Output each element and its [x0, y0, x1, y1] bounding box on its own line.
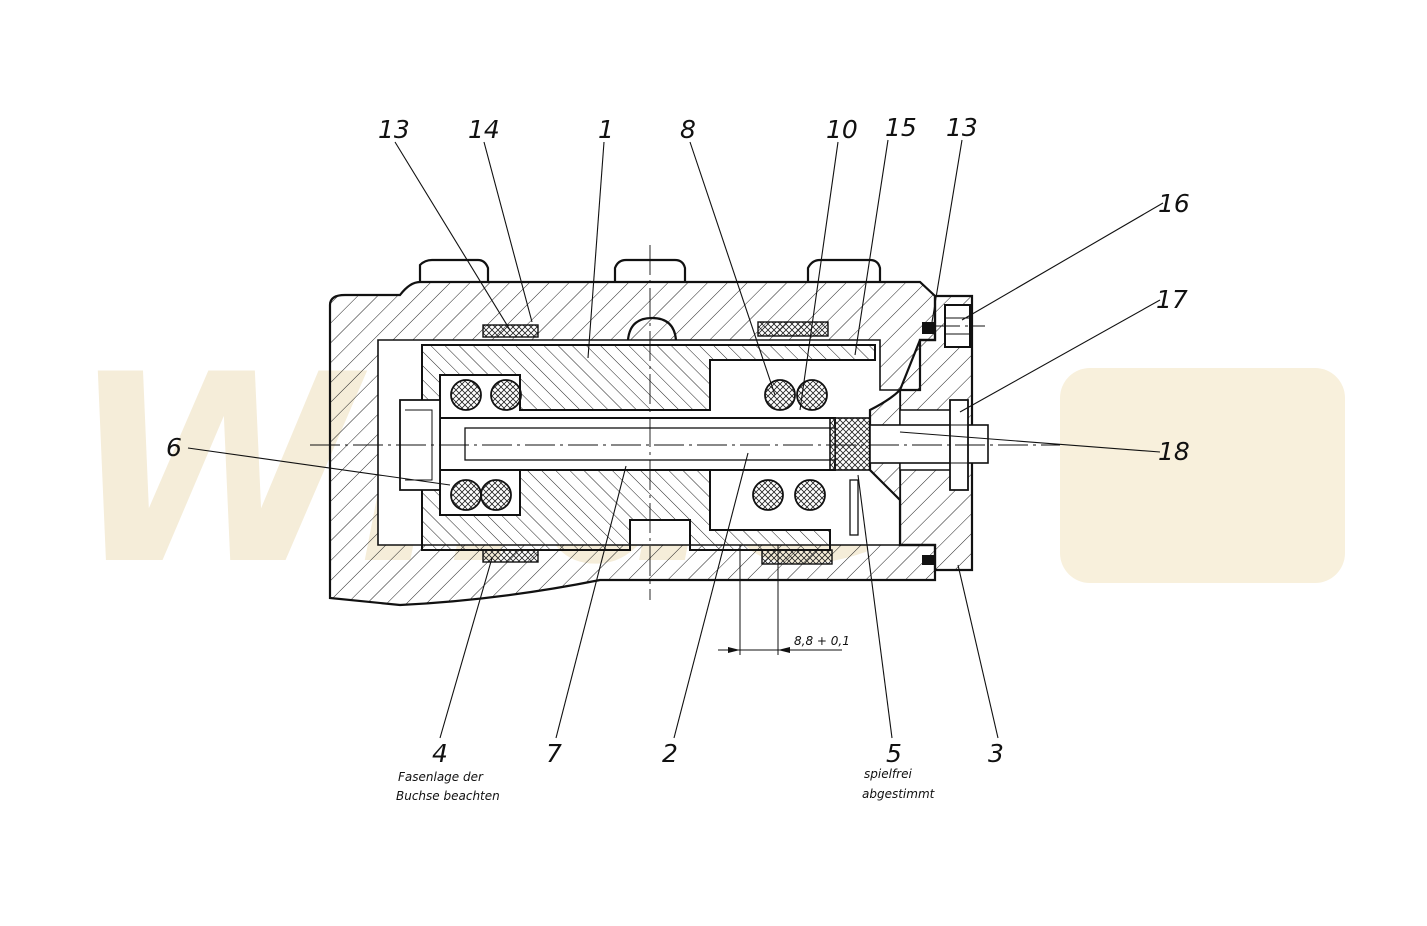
label-1: 1: [598, 115, 614, 144]
label-13-left: 13: [378, 115, 410, 144]
watermark-logo-box: [1060, 368, 1345, 583]
piston-rod: [439, 417, 989, 471]
label-2: 2: [662, 739, 678, 768]
label-8: 8: [680, 115, 696, 144]
label-5: 5: [886, 739, 902, 768]
label-16: 16: [1158, 189, 1190, 218]
label-7: 7: [546, 739, 562, 768]
note-bushing-line1: Fasenlage der: [398, 770, 484, 784]
label-10: 10: [826, 115, 858, 144]
set-screw-small: [849, 479, 859, 536]
spring-coils: [450, 379, 828, 511]
notes: Fasenlage der Buchse beachten spielfrei …: [396, 767, 936, 803]
leader-lines: [187, 139, 1164, 739]
dimension-annotation: 8,8 + 0,1: [718, 545, 850, 655]
part-labels: 13 14 1 8 10 15 13 16 17 6 18 4 7 2 5 3: [166, 113, 1190, 768]
label-6: 6: [166, 433, 182, 462]
label-17: 17: [1156, 285, 1188, 314]
label-3: 3: [988, 739, 1004, 768]
note-adjust-line1: spielfrei: [864, 767, 912, 781]
dimension-text: 8,8 + 0,1: [794, 634, 850, 648]
label-15: 15: [885, 113, 917, 142]
label-4: 4: [432, 739, 448, 768]
label-13-right: 13: [946, 113, 978, 142]
note-adjust-line2: abgestimmt: [862, 787, 936, 801]
label-14: 14: [468, 115, 500, 144]
label-18: 18: [1158, 437, 1190, 466]
note-bushing-line2: Buchse beachten: [396, 789, 500, 803]
